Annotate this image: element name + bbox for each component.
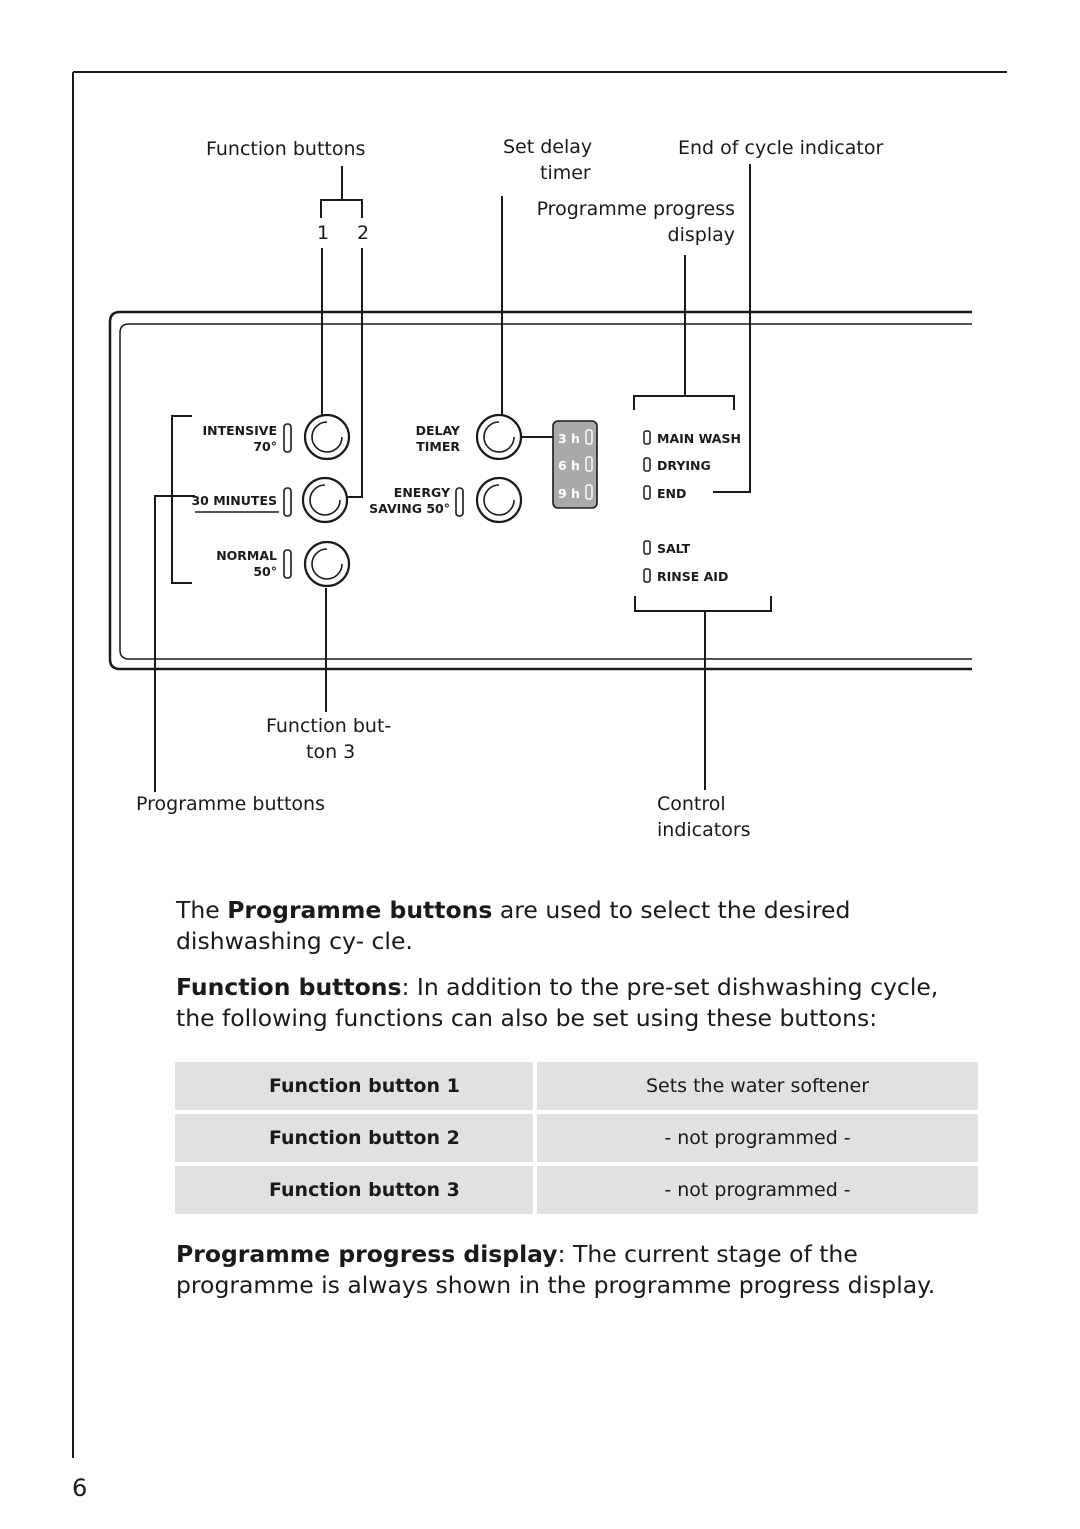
- label-normal-temp: 50°: [253, 564, 277, 579]
- control-panel-outline: [108, 310, 972, 671]
- label-saving: SAVING 50°: [369, 501, 450, 516]
- normal-led: [283, 549, 292, 579]
- table-row: Function button 1 Sets the water softene…: [175, 1062, 978, 1110]
- label-function-button-3: Function but-: [266, 715, 391, 737]
- p2-bold: Function buttons: [176, 973, 402, 1001]
- p3-bold: Programme progress display: [176, 1240, 558, 1268]
- 30-minutes-button[interactable]: [301, 476, 349, 524]
- label-end-of-cycle: End of cycle indicator: [678, 137, 883, 159]
- delay-timer-button[interactable]: [475, 413, 523, 461]
- function-buttons-paragraph: Function buttons: In addition to the pre…: [176, 972, 976, 1034]
- p1-suffix: are used to select the desired dishwashi…: [176, 896, 851, 955]
- progress-indicators: MAIN WASH DRYING END: [643, 430, 741, 501]
- timer-3h: 3 h: [558, 431, 580, 446]
- label-intensive: INTENSIVE: [202, 423, 277, 438]
- table-row: Function button 3 - not programmed -: [175, 1166, 978, 1214]
- p1-bold: Programme buttons: [227, 896, 493, 924]
- label-salt: SALT: [657, 541, 691, 556]
- label-normal: NORMAL: [216, 548, 277, 563]
- rinse-aid-led: [643, 568, 651, 583]
- drying-led: [643, 457, 651, 472]
- function-labels: DELAY TIMER ENERGY SAVING 50°: [369, 423, 464, 517]
- label-number-2: 2: [357, 222, 369, 244]
- label-ton-3: ton 3: [306, 741, 355, 763]
- table-row: Function button 2 - not programmed -: [175, 1114, 978, 1162]
- p1-prefix: The: [176, 896, 228, 924]
- leader-lines: [154, 164, 772, 792]
- table-cell-button: Function button 1: [175, 1062, 537, 1110]
- label-timer: timer: [540, 162, 591, 184]
- table-cell-function: - not programmed -: [537, 1166, 978, 1214]
- label-drying: DRYING: [657, 458, 711, 473]
- label-energy: ENERGY: [394, 485, 451, 500]
- label-main-wash: MAIN WASH: [657, 431, 741, 446]
- delay-timer-indicator: 3 h 6 h 9 h: [552, 420, 598, 509]
- table-cell-function: - not programmed -: [537, 1114, 978, 1162]
- programme-buttons-paragraph: The Programme buttons are used to select…: [176, 895, 976, 957]
- end-led: [643, 485, 651, 500]
- label-timer-panel: TIMER: [416, 439, 460, 454]
- p3-suffix: : The current stage of the programme is …: [176, 1240, 936, 1299]
- timer-9h: 9 h: [558, 486, 580, 501]
- p2-suffix: : In addition to the pre-set dishwashing…: [176, 973, 939, 1032]
- label-intensive-temp: 70°: [253, 439, 277, 454]
- progress-display-paragraph: Programme progress display: The current …: [176, 1239, 976, 1301]
- table-cell-function: Sets the water softener: [537, 1062, 978, 1110]
- label-delay: DELAY: [416, 423, 461, 438]
- label-function-buttons: Function buttons: [206, 138, 365, 160]
- label-programme-progress: Programme progress: [537, 198, 735, 220]
- salt-led: [643, 540, 651, 555]
- page-number: 6: [72, 1474, 88, 1502]
- table-cell-button: Function button 3: [175, 1166, 537, 1214]
- label-30-minutes: 30 MINUTES: [191, 493, 277, 508]
- timer-6h: 6 h: [558, 458, 580, 473]
- label-rinse-aid: RINSE AID: [657, 569, 728, 584]
- intensive-button[interactable]: [303, 413, 351, 461]
- programme-buttons: INTENSIVE 70° 30 MINUTES NORMAL 50°: [191, 423, 292, 579]
- label-programme-buttons: Programme buttons: [136, 793, 325, 815]
- table-cell-button: Function button 2: [175, 1114, 537, 1162]
- control-indicators: SALT RINSE AID: [643, 540, 728, 584]
- main-wash-led: [643, 430, 651, 445]
- label-number-1: 1: [317, 222, 329, 244]
- label-end: END: [657, 486, 686, 501]
- intensive-led: [283, 423, 292, 453]
- energy-saving-button[interactable]: [475, 476, 523, 524]
- label-indicators: indicators: [657, 819, 751, 841]
- page-frame: [72, 71, 1007, 1458]
- label-display: display: [668, 224, 735, 246]
- label-control: Control: [657, 793, 726, 815]
- energy-saving-led: [455, 487, 464, 517]
- 30-minutes-led: [283, 487, 292, 517]
- label-set-delay: Set delay: [503, 136, 592, 158]
- normal-button[interactable]: [303, 540, 351, 588]
- function-buttons-table: Function button 1 Sets the water softene…: [175, 1058, 978, 1218]
